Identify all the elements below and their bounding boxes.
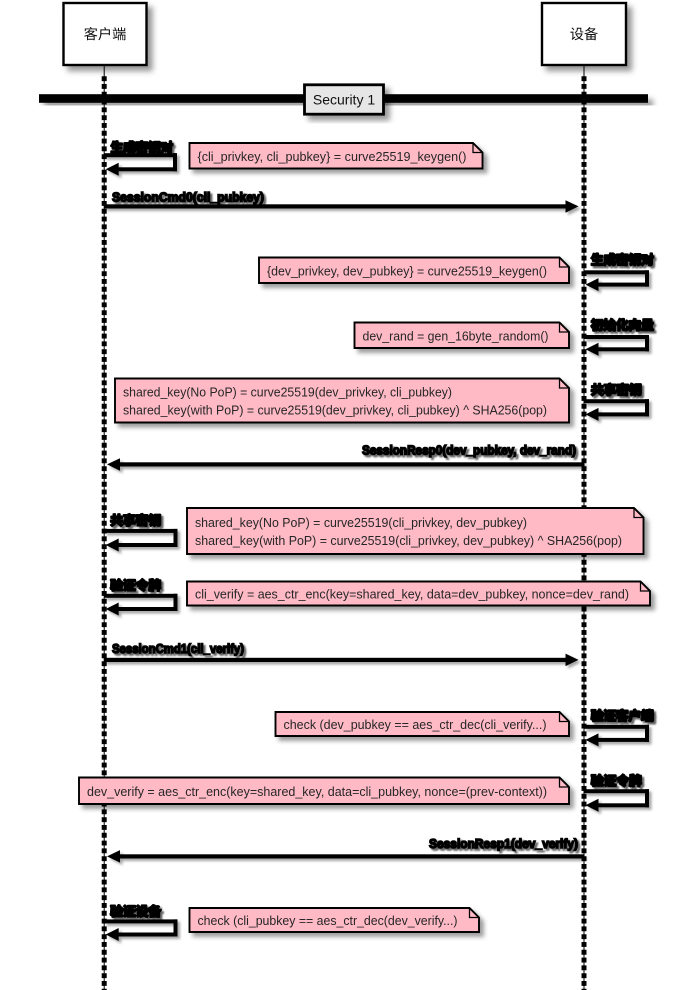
svg-text:shared_key(No PoP) = curve2551: shared_key(No PoP) = curve25519(dev_priv… — [123, 385, 452, 400]
svg-text:check (cli_pubkey == aes_ctr_d: check (cli_pubkey == aes_ctr_dec(dev_ver… — [198, 913, 458, 928]
svg-text:Security 1: Security 1 — [313, 92, 375, 108]
svg-text:check (dev_pubkey == aes_ctr_d: check (dev_pubkey == aes_ctr_dec(cli_ver… — [284, 717, 547, 732]
svg-text:shared_key(No PoP) = curve2551: shared_key(No PoP) = curve25519(cli_priv… — [195, 515, 527, 530]
svg-text:{cli_privkey, cli_pubkey} = cu: {cli_privkey, cli_pubkey} = curve25519_k… — [198, 149, 467, 164]
svg-text:SessionCmd1(cli_verify): SessionCmd1(cli_verify) — [112, 641, 244, 656]
svg-text:SessionResp1(dev_verify): SessionResp1(dev_verify) — [429, 836, 578, 851]
svg-text:shared_key(with PoP) = curve25: shared_key(with PoP) = curve25519(dev_pr… — [123, 403, 547, 418]
svg-text:{dev_privkey, dev_pubkey} = cu: {dev_privkey, dev_pubkey} = curve25519_k… — [267, 264, 547, 279]
svg-text:dev_rand = gen_16byte_random(): dev_rand = gen_16byte_random() — [363, 329, 549, 344]
svg-text:SessionResp0(dev_pubkey, dev_r: SessionResp0(dev_pubkey, dev_rand) — [362, 443, 576, 458]
svg-text:dev_verify = aes_ctr_enc(key=s: dev_verify = aes_ctr_enc(key=shared_key,… — [87, 784, 547, 799]
svg-text:SessionCmd0(cli_pubkey): SessionCmd0(cli_pubkey) — [112, 190, 264, 205]
svg-text:cli_verify = aes_ctr_enc(key=s: cli_verify = aes_ctr_enc(key=shared_key,… — [195, 587, 629, 602]
svg-text:shared_key(with PoP) = curve25: shared_key(with PoP) = curve25519(cli_pr… — [195, 533, 622, 548]
